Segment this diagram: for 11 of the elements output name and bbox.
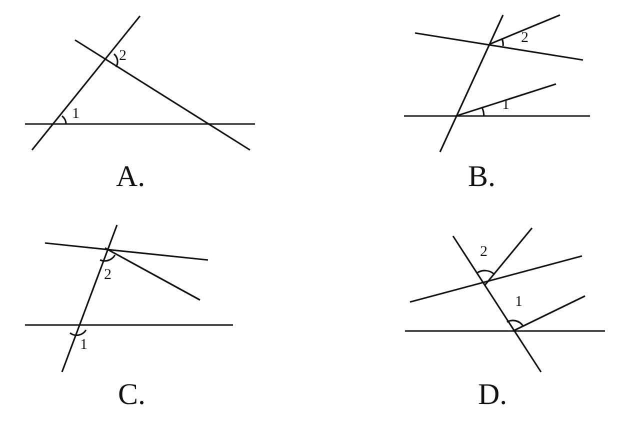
angle-label: 2 [480,245,488,260]
option-label: A. [116,162,146,192]
angle-label: 2 [104,268,112,283]
option-label: B. [468,162,496,192]
angle-label: 1 [515,295,522,310]
angle-label: 2 [119,49,126,64]
angle-label: 1 [80,338,88,353]
option-label: D. [478,380,508,410]
angle-label: 2 [521,31,528,46]
angle-label: 1 [72,107,80,122]
option-label: C. [118,380,146,410]
